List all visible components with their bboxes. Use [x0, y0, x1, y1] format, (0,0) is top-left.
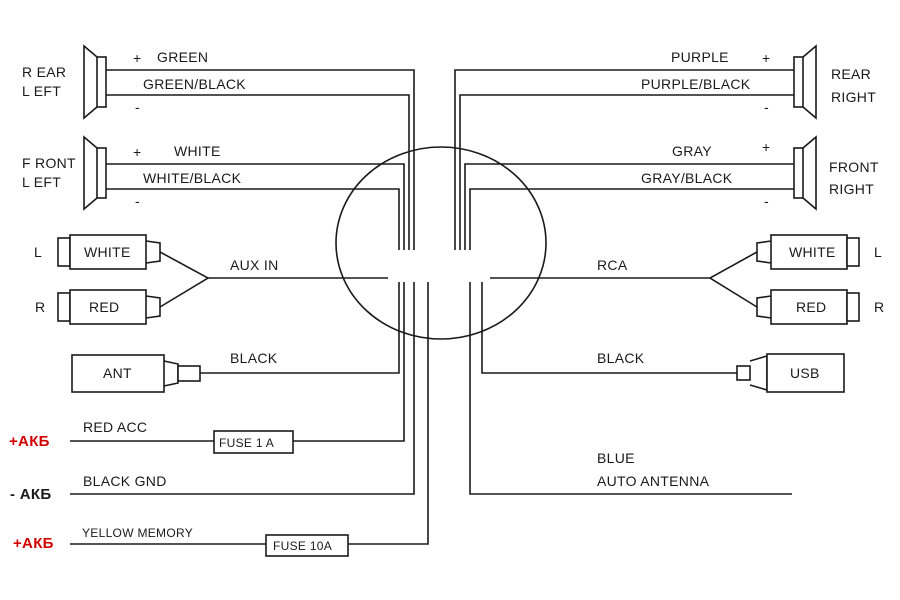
rear-left-minus: -	[135, 99, 140, 115]
rear-right-minus: -	[764, 99, 769, 115]
front-right-wire-minus: GRAY/BLACK	[641, 170, 733, 186]
fuse-1a-label: FUSE 1 A	[219, 436, 274, 450]
usb-plug-label: USB	[790, 365, 820, 381]
rear-left-label-1: R EAR	[22, 64, 66, 80]
memory-battery-label: +АКБ	[13, 535, 54, 552]
rear-right-label-2: RIGHT	[831, 89, 876, 105]
aux-white-plug-label: WHITE	[84, 244, 131, 260]
auto-antenna-color-label: BLUE	[597, 450, 635, 466]
front-left-wire-plus: WHITE	[174, 143, 221, 159]
ant-wire-label: BLACK	[230, 350, 278, 366]
usb-plug	[736, 353, 845, 393]
speaker-rear-left	[83, 44, 107, 120]
rear-left-label-2: L EFT	[22, 83, 61, 99]
aux-r-label: R	[35, 299, 45, 315]
aux-l-label: L	[34, 244, 42, 260]
harness-connector-circle	[335, 146, 547, 340]
gnd-wire-label: BLACK GND	[83, 473, 167, 489]
front-right-label-2: RIGHT	[829, 181, 874, 197]
front-left-wire-minus: WHITE/BLACK	[143, 170, 242, 186]
aux-in-label: AUX IN	[230, 257, 278, 273]
rear-left-wire-plus: GREEN	[157, 49, 208, 65]
auto-antenna-label: AUTO ANTENNA	[597, 473, 710, 489]
front-right-wire-plus: GRAY	[672, 143, 712, 159]
aux-red-plug-label: RED	[89, 299, 119, 315]
ant-plug	[71, 354, 201, 393]
speaker-rear-right	[793, 44, 817, 120]
fuse-10a-label: FUSE 10A	[273, 539, 332, 553]
rca-white-plug-label: WHITE	[789, 244, 836, 260]
front-right-minus: -	[764, 193, 769, 209]
front-left-label-2: L EFT	[22, 174, 61, 190]
rca-r-label: R	[874, 299, 884, 315]
front-left-label-1: F RONT	[22, 155, 76, 171]
acc-wire-label: RED ACC	[83, 419, 147, 435]
aux-white-plug	[57, 234, 161, 270]
ant-plug-label: ANT	[103, 365, 132, 381]
memory-wire-label: YELLOW MEMORY	[82, 526, 193, 540]
rca-l-label: L	[874, 244, 882, 260]
rear-right-wire-plus: PURPLE	[671, 49, 729, 65]
front-left-plus: +	[133, 144, 141, 160]
rca-white-plug	[756, 234, 860, 270]
speaker-front-right	[793, 135, 817, 211]
acc-battery-label: +АКБ	[9, 433, 50, 450]
fuse-10a	[265, 534, 349, 557]
usb-wire-label: BLACK	[597, 350, 645, 366]
rear-right-plus: +	[762, 50, 770, 66]
front-right-plus: +	[762, 139, 770, 155]
rca-red-plug	[756, 289, 860, 325]
front-right-label-1: FRONT	[829, 159, 879, 175]
rear-right-label-1: REAR	[831, 66, 871, 82]
rear-left-wire-minus: GREEN/BLACK	[143, 76, 246, 92]
rca-red-plug-label: RED	[796, 299, 826, 315]
front-left-minus: -	[135, 193, 140, 209]
fuse-1a	[213, 430, 294, 454]
speaker-front-left	[83, 135, 107, 211]
rear-right-wire-minus: PURPLE/BLACK	[641, 76, 751, 92]
rca-label: RCA	[597, 257, 628, 273]
rear-left-plus: +	[133, 50, 141, 66]
gnd-battery-label: - АКБ	[10, 486, 51, 503]
aux-red-plug	[57, 289, 161, 325]
